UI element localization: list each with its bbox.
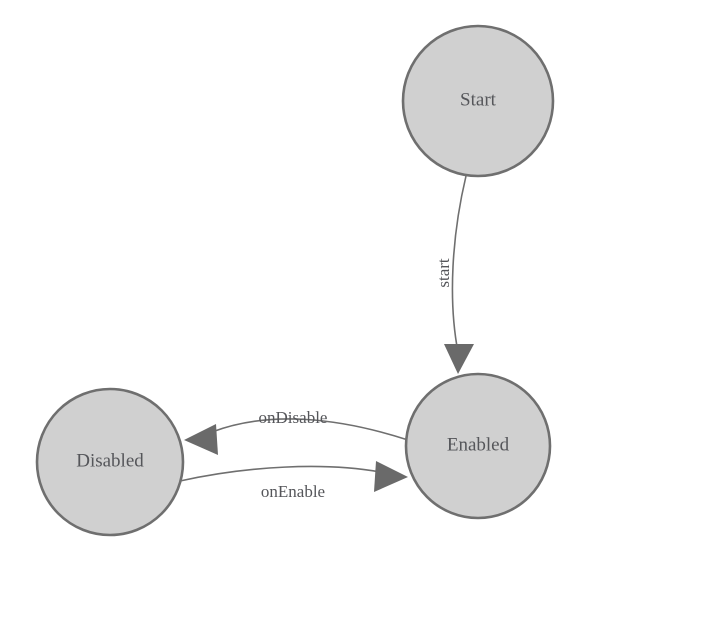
node-enabled-circle [404, 372, 552, 520]
edge-onenable-path [179, 465, 381, 482]
node-start-label: Start [460, 89, 497, 110]
edge-label-ondisable: onDisable [259, 408, 328, 427]
node-start-circle [401, 24, 555, 178]
node-enabled-label: Enabled [447, 434, 510, 455]
node-enabled[interactable]: Enabled [404, 372, 552, 520]
arrowhead-icon [374, 461, 408, 492]
edges-layer: start onDisable onEnable [179, 175, 474, 501]
node-disabled[interactable]: Disabled [35, 387, 185, 537]
edge-disabled-to-enabled[interactable]: onEnable [179, 461, 408, 501]
edge-label-onenable: onEnable [261, 482, 325, 501]
edge-ondisable-path [211, 418, 409, 441]
edge-label-start: start [434, 258, 453, 288]
node-disabled-label: Disabled [76, 450, 144, 471]
node-disabled-circle [35, 387, 185, 537]
nodes-layer: Start Enabled Disabled [35, 24, 555, 537]
edge-enabled-to-disabled[interactable]: onDisable [184, 408, 409, 455]
arrowhead-icon [444, 344, 474, 374]
arrowhead-icon [184, 424, 218, 455]
node-start[interactable]: Start [401, 24, 555, 178]
edge-start-to-enabled[interactable]: start [434, 175, 474, 374]
edge-start-path [451, 175, 467, 353]
